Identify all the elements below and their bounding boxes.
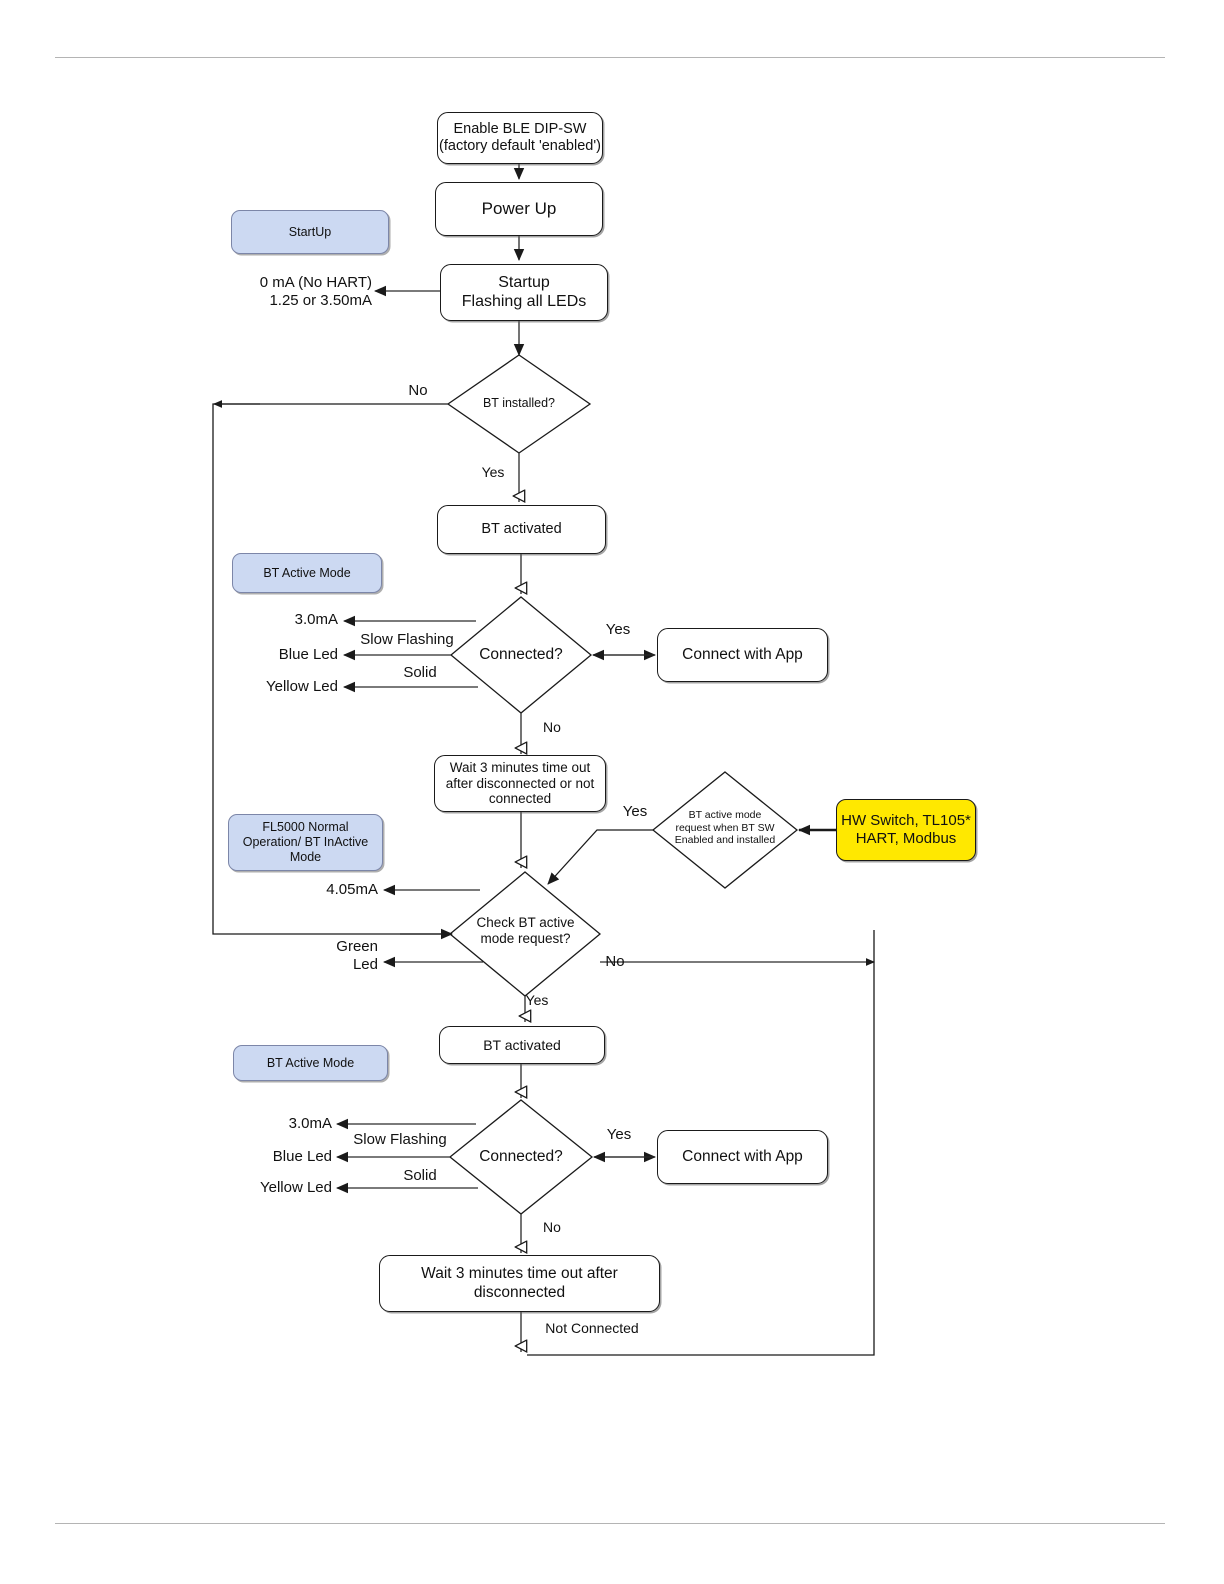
node-connect-with-app-2[interactable]: Connect with App: [657, 1130, 828, 1184]
note-bt-active-mode-2[interactable]: BT Active Mode: [233, 1045, 388, 1081]
edge-bt-installed-no-text: No: [408, 382, 428, 399]
edge-label-bt-installed-no: No: [390, 381, 446, 401]
label-yellow-led-2-text: Yellow Led: [259, 1179, 332, 1196]
edge-label-connected-2-yes: Yes: [592, 1125, 646, 1145]
callout-line2: HART, Modbus: [855, 830, 957, 847]
node-bt-activated-1-label: BT activated: [481, 520, 562, 537]
edge-bt-installed-yes-text: Yes: [481, 463, 505, 480]
node-bt-activated-2[interactable]: BT activated: [439, 1026, 605, 1064]
callout-hw-switch[interactable]: HW Switch, TL105* HART, Modbus: [836, 799, 976, 861]
label-405ma: 4.05mA: [270, 880, 378, 900]
note-startup-mode-label: StartUp: [288, 224, 332, 239]
label-green-led-text: Green Led: [336, 938, 378, 974]
label-yellow-led-1: Yellow Led: [214, 677, 338, 697]
label-3ma-2: 3.0mA: [222, 1114, 332, 1134]
label-green-led-line2: Led: [352, 956, 378, 973]
node-wait-timeout-2-text: Wait 3 minutes time out after disconnect…: [421, 1265, 618, 1302]
note-normal-line2: Operation/ BT InActive: [242, 835, 369, 850]
note-bt-active-1-label: BT Active Mode: [263, 565, 351, 580]
node-enable-ble-text: Enable BLE DIP-SW (factory default 'enab…: [439, 121, 601, 155]
label-solid-2-text: Solid: [403, 1167, 437, 1184]
label-solid-2: Solid: [380, 1166, 460, 1186]
callout-line1: HW Switch, TL105*: [841, 812, 971, 830]
edge-label-bt-request-yes: Yes: [608, 802, 662, 822]
edge-label-check-bt-yes: Yes: [510, 990, 564, 1010]
edge-connected-1-no-text: No: [543, 718, 561, 735]
node-wait-timeout-2[interactable]: Wait 3 minutes time out after disconnect…: [379, 1255, 660, 1312]
edge-connected-2-yes-text: Yes: [606, 1126, 632, 1143]
node-startup-line2: Flashing all LEDs: [461, 292, 587, 310]
edge-label-connected-2-no: No: [527, 1217, 577, 1237]
label-startup-current-line2: 1.25 or 3.50mA: [269, 292, 372, 309]
edge-connected-2-no-text: No: [543, 1218, 561, 1235]
node-bt-activated-2-label: BT activated: [483, 1036, 561, 1053]
node-wait-1-line1: Wait 3 minutes time out: [449, 759, 591, 775]
node-wait-2-line1: Wait 3 minutes time out after: [421, 1265, 618, 1283]
note-normal-operation[interactable]: FL5000 Normal Operation/ BT InActive Mod…: [228, 814, 383, 871]
edge-not-connected-text: Not Connected: [545, 1319, 639, 1336]
node-connect-with-app-2-label: Connect with App: [682, 1147, 803, 1165]
note-bt-active-2-label: BT Active Mode: [266, 1055, 355, 1070]
label-startup-current-line1: 0 mA (No HART): [259, 274, 372, 291]
label-yellow-led-2: Yellow Led: [208, 1178, 332, 1198]
node-bt-activated-1[interactable]: BT activated: [437, 505, 606, 554]
edge-label-connected-1-no: No: [527, 717, 577, 737]
edge-bt-request-yes-text: Yes: [622, 803, 648, 820]
label-3ma-1: 3.0mA: [230, 610, 338, 630]
node-enable-ble-line2: (factory default 'enabled'): [439, 138, 601, 154]
label-405ma-text: 4.05mA: [326, 881, 378, 898]
node-power-up-label: Power Up: [481, 198, 557, 218]
label-startup-current: 0 mA (No HART) 1.25 or 3.50mA: [200, 272, 372, 312]
node-wait-timeout-1[interactable]: Wait 3 minutes time out after disconnect…: [434, 755, 606, 812]
note-normal-line3: Mode: [289, 849, 322, 864]
node-connect-with-app-1[interactable]: Connect with App: [657, 628, 828, 682]
label-yellow-led-1-text: Yellow Led: [265, 678, 338, 695]
label-solid-1: Solid: [380, 663, 460, 683]
label-blue-led-2: Blue Led: [222, 1147, 332, 1167]
note-startup-mode[interactable]: StartUp: [231, 210, 389, 254]
label-slow-flashing-1-text: Slow Flashing: [360, 631, 454, 648]
node-enable-ble-dip-sw[interactable]: Enable BLE DIP-SW (factory default 'enab…: [437, 112, 603, 164]
label-3ma-2-text: 3.0mA: [288, 1115, 332, 1132]
node-startup-text: Startup Flashing all LEDs: [462, 274, 587, 312]
node-startup-line1: Startup: [498, 273, 550, 291]
label-blue-led-1: Blue Led: [230, 645, 338, 665]
label-blue-led-1-text: Blue Led: [278, 646, 338, 663]
edge-connected-1-yes-text: Yes: [605, 621, 631, 638]
node-wait-1-line3: connected: [488, 791, 552, 807]
label-solid-1-text: Solid: [403, 664, 437, 681]
label-blue-led-2-text: Blue Led: [272, 1148, 332, 1165]
edge-label-connected-1-yes: Yes: [591, 620, 645, 640]
label-slow-flashing-2: Slow Flashing: [337, 1130, 463, 1150]
edge-check-bt-yes-text: Yes: [525, 991, 549, 1008]
node-enable-ble-line1: Enable BLE DIP-SW: [453, 120, 587, 137]
edge-check-bt-no-text: No: [605, 953, 625, 970]
label-slow-flashing-1: Slow Flashing: [344, 630, 470, 650]
node-power-up[interactable]: Power Up: [435, 182, 603, 236]
edge-label-bt-installed-yes: Yes: [465, 462, 521, 482]
callout-hw-switch-text: HW Switch, TL105* HART, Modbus: [841, 812, 971, 847]
note-normal-operation-text: FL5000 Normal Operation/ BT InActive Mod…: [243, 820, 369, 864]
header-rule: [55, 57, 1165, 58]
note-normal-line1: FL5000 Normal: [262, 820, 349, 835]
node-wait-2-line2: disconnected: [473, 1283, 566, 1301]
label-slow-flashing-2-text: Slow Flashing: [353, 1131, 447, 1148]
node-startup-flashing-leds[interactable]: Startup Flashing all LEDs: [440, 264, 608, 321]
footer-rule: [55, 1523, 1165, 1524]
node-connect-with-app-1-label: Connect with App: [682, 645, 803, 663]
edge-label-check-bt-no: No: [588, 952, 642, 972]
node-wait-1-line2: after disconnected or not: [445, 775, 595, 791]
label-3ma-1-text: 3.0mA: [294, 611, 338, 628]
note-bt-active-mode-1[interactable]: BT Active Mode: [232, 553, 382, 593]
label-startup-current-text: 0 mA (No HART) 1.25 or 3.50mA: [260, 274, 372, 310]
label-green-led: Green Led: [270, 935, 378, 977]
edge-label-not-connected: Not Connected: [527, 1318, 657, 1338]
node-wait-timeout-1-text: Wait 3 minutes time out after disconnect…: [446, 760, 595, 808]
label-green-led-line1: Green: [336, 938, 378, 955]
